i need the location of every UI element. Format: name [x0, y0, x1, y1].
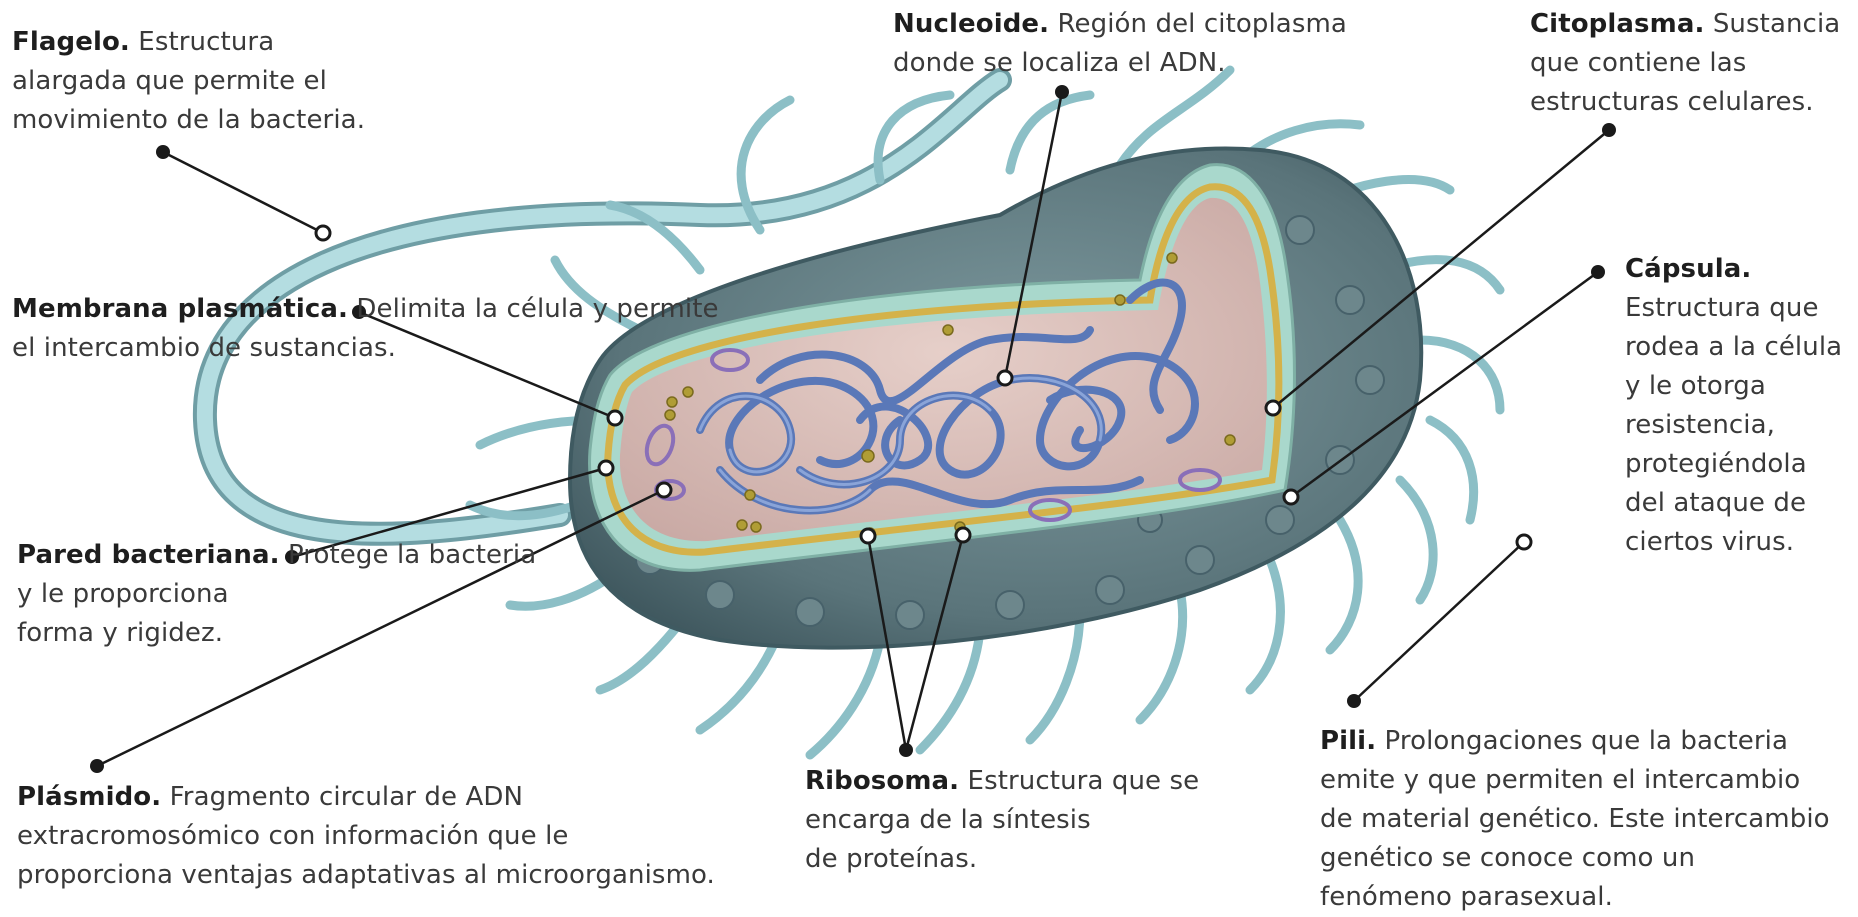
label-pared-title: Pared bacteriana. [17, 540, 280, 570]
label-capsula-title: Cápsula. [1625, 254, 1751, 284]
capsula-dot [1591, 265, 1605, 279]
label-nucleoide-title: Nucleoide. [893, 9, 1049, 39]
label-ribosoma-title: Ribosoma. [805, 766, 959, 796]
label-plasmido: Plásmido. Fragmento circular de ADN extr… [17, 778, 715, 895]
flagelo-dot [156, 145, 170, 159]
pili-dot [1347, 694, 1361, 708]
citoplasma-dot [1602, 123, 1616, 137]
label-membrana-title: Membrana plasmática. [12, 294, 348, 324]
nucleoide-dot [1055, 85, 1069, 99]
ribosoma-dot [899, 743, 913, 757]
label-citoplasma-title: Citoplasma. [1530, 9, 1704, 39]
label-nucleoide: Nucleoide. Región del citoplasma donde s… [893, 5, 1347, 83]
label-pili-desc: Prolongaciones que la bacteria emite y q… [1320, 726, 1830, 912]
label-plasmido-title: Plásmido. [17, 782, 161, 812]
label-capsula: Cápsula. Estructura que rodea a la célul… [1625, 250, 1858, 562]
plasmido-dot [90, 759, 104, 773]
label-ribosoma: Ribosoma. Estructura que se encarga de l… [805, 762, 1199, 879]
label-pili-title: Pili. [1320, 726, 1376, 756]
label-pared: Pared bacteriana. Protege la bacteria y … [17, 536, 536, 653]
label-capsula-desc: Estructura que rodea a la célula y le ot… [1625, 293, 1842, 557]
label-pili: Pili. Prolongaciones que la bacteria emi… [1320, 722, 1830, 917]
label-citoplasma: Citoplasma. Sustancia que contiene las e… [1530, 5, 1840, 122]
label-flagelo-title: Flagelo. [12, 27, 130, 57]
label-flagelo: Flagelo. Estructura alargada que permite… [12, 23, 365, 140]
label-membrana: Membrana plasmática. Delimita la célula … [12, 290, 719, 368]
